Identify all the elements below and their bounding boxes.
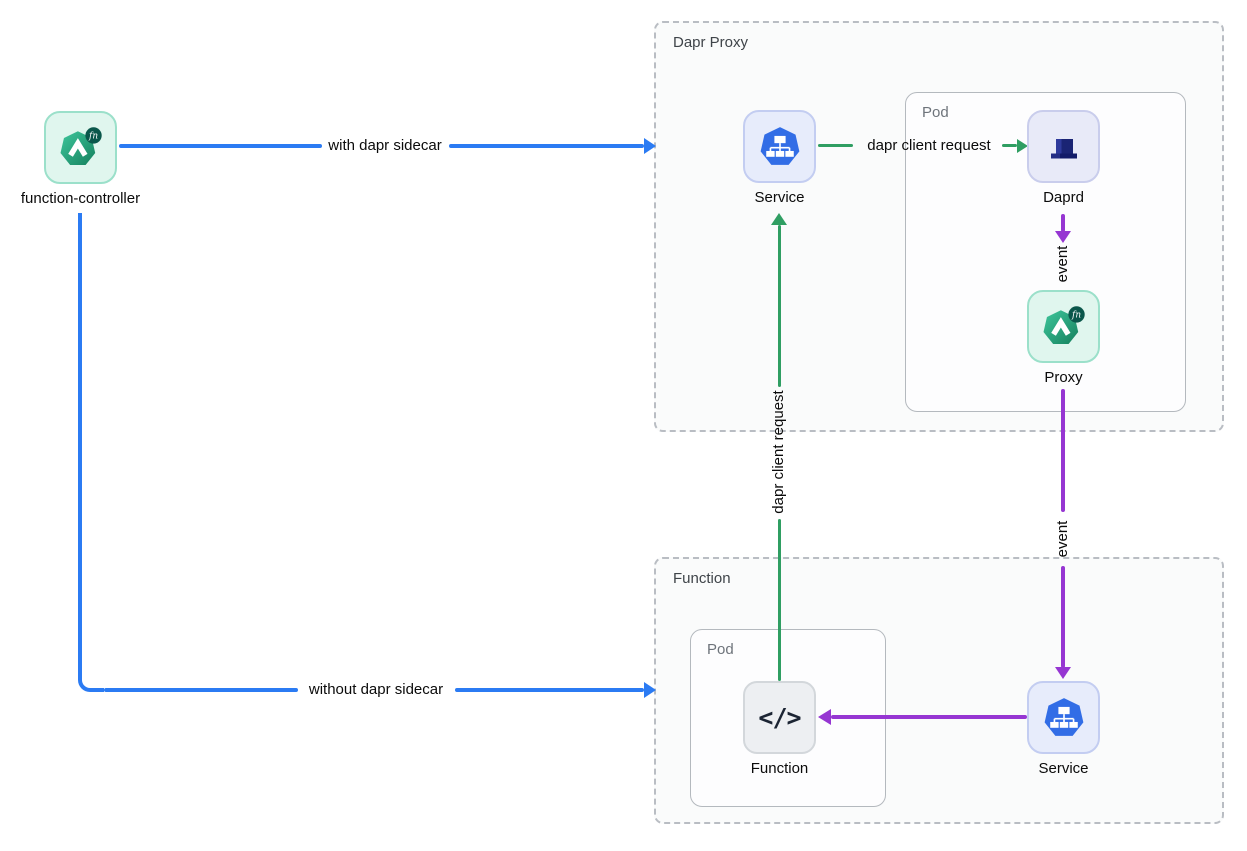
dapr-hat-icon-card xyxy=(1027,110,1100,183)
arrowhead-right-icon xyxy=(644,138,656,154)
arrowhead-down-icon xyxy=(1055,667,1071,679)
node-function: </> Function xyxy=(743,681,816,777)
code-icon: </> xyxy=(758,703,801,732)
kubernetes-service-icon-card xyxy=(1027,681,1100,754)
edge-dapr-client-request-v-segment xyxy=(778,519,781,681)
edge-event-top-label: event xyxy=(1054,245,1071,283)
edge-with-dapr-segment xyxy=(119,144,322,148)
edge-with-dapr-segment xyxy=(449,144,644,148)
pod-bottom-label: Pod xyxy=(707,641,734,658)
svg-text:fn: fn xyxy=(1071,310,1081,320)
svg-text:fn: fn xyxy=(88,131,98,141)
node-function-controller: fn function-controller xyxy=(21,111,140,207)
edge-service-to-function-segment xyxy=(831,715,1027,719)
kubernetes-service-icon xyxy=(760,126,799,165)
arrowhead-left-icon xyxy=(818,709,831,725)
openfunction-icon-card: fn xyxy=(1027,290,1100,363)
arrowhead-right-icon xyxy=(644,682,656,698)
edge-dapr-client-request-h-segment xyxy=(1002,144,1017,147)
arrowhead-down-icon xyxy=(1055,231,1071,243)
node-daprd: Daprd xyxy=(1027,110,1100,206)
edge-without-dapr-label: without dapr sidecar xyxy=(308,681,444,698)
node-service-bottom: Service xyxy=(1027,681,1100,777)
edge-dapr-client-request-v-label: dapr client request xyxy=(770,390,787,514)
edge-dapr-client-request-h-label: dapr client request xyxy=(867,137,991,154)
dapr-hat-icon xyxy=(1050,138,1077,158)
openfunction-icon: fn xyxy=(60,126,102,165)
edge-event-bottom-label: event xyxy=(1054,520,1071,558)
edge-without-dapr-segment xyxy=(455,688,644,692)
edge-dapr-client-request-v-segment xyxy=(778,225,781,387)
node-function-label: Function xyxy=(750,760,809,777)
kubernetes-service-icon xyxy=(1044,697,1083,736)
arrowhead-up-icon xyxy=(771,213,787,225)
pod-top-label: Pod xyxy=(922,104,949,121)
edge-event-bottom-segment xyxy=(1061,566,1065,668)
edge-without-dapr-elbow xyxy=(78,213,104,692)
edge-with-dapr-label: with dapr sidecar xyxy=(328,137,442,154)
node-service-top: Service xyxy=(743,110,816,206)
group-dapr-proxy-label: Dapr Proxy xyxy=(673,34,749,51)
edge-dapr-client-request-h-segment xyxy=(818,144,853,147)
edge-without-dapr-segment xyxy=(104,688,298,692)
code-icon-card: </> xyxy=(743,681,816,754)
openfunction-icon: fn xyxy=(1043,305,1085,344)
edge-event-top-segment xyxy=(1061,214,1065,232)
node-function-controller-label: function-controller xyxy=(20,190,141,207)
node-service-top-label: Service xyxy=(754,189,805,206)
kubernetes-service-icon-card xyxy=(743,110,816,183)
node-daprd-label: Daprd xyxy=(1043,189,1084,206)
group-function-label: Function xyxy=(673,570,731,587)
node-proxy-label: Proxy xyxy=(1044,369,1083,386)
node-service-bottom-label: Service xyxy=(1038,760,1089,777)
node-proxy: fn Proxy xyxy=(1027,290,1100,386)
openfunction-icon-card: fn xyxy=(44,111,117,184)
arrowhead-right-icon xyxy=(1017,139,1028,153)
edge-event-bottom-segment xyxy=(1061,389,1065,512)
